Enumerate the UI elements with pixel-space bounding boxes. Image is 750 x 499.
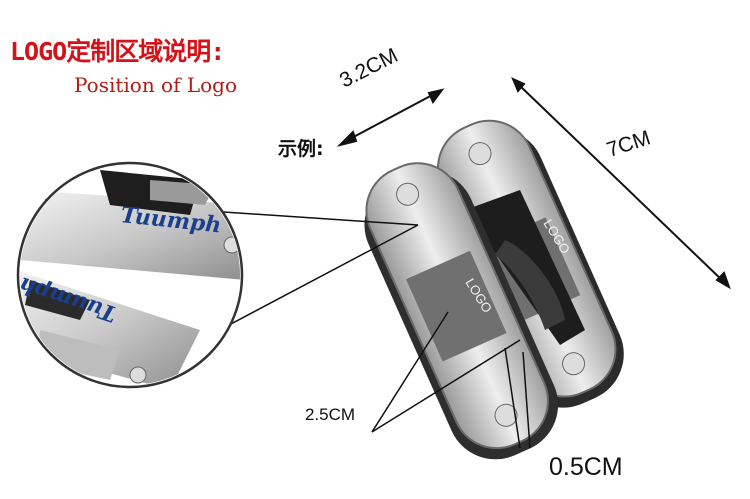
page-subtitle: Position of Logo (74, 73, 238, 97)
multitool-jaws (465, 190, 585, 345)
logo-area-front (406, 250, 507, 362)
logo-thickness-label: 0.5CM (549, 453, 623, 481)
width-dimension-arrow (336, 88, 445, 147)
multitool-front-handle (364, 162, 559, 460)
example-label: 示例: (278, 138, 324, 160)
magnified-lens (16, 161, 244, 389)
page-title: LOGO定制区域说明: (10, 37, 225, 66)
logo-height-label: 2.5CM (305, 405, 356, 424)
length-dimension-arrow (511, 77, 731, 290)
